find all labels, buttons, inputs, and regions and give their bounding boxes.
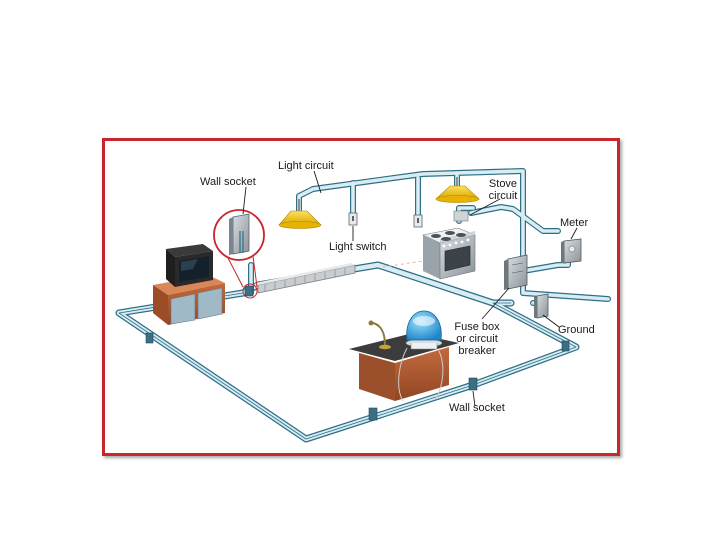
label-leader-lines [242, 170, 578, 407]
computer-cable [398, 347, 408, 402]
diagram-frame: Wall socket Light circuit Stove circuit … [102, 138, 620, 456]
label-fuse-box-line2: or circuit [456, 333, 498, 345]
light-switch-icon [413, 214, 423, 228]
house-wiring-diagram [115, 168, 611, 443]
floor-guide-line [382, 260, 424, 268]
floor-socket-corner [561, 340, 570, 352]
wall-socket-icon [229, 213, 250, 255]
floor-socket-left [145, 332, 154, 344]
ceiling-lamp-icon [278, 199, 322, 229]
electric-meter-icon [561, 238, 582, 264]
label-wall-socket-bottom: Wall socket [449, 402, 505, 414]
baseboard-heater-icon [255, 263, 356, 294]
light-switch-icon [348, 212, 358, 226]
wall-socket-small-left [244, 285, 254, 297]
label-fuse-box-line1: Fuse box [454, 321, 500, 333]
floor-socket-bottom [368, 407, 378, 421]
ground-box-icon [534, 293, 549, 319]
fuse-box-icon [504, 254, 528, 290]
floor-socket-right [468, 377, 478, 391]
computer-icon [405, 310, 443, 350]
desk-lamp [368, 320, 391, 350]
label-stove-circuit-line1: Stove [488, 178, 518, 190]
label-stove-circuit: Stove circuit [483, 178, 523, 202]
label-ground: Ground [558, 324, 595, 336]
label-wall-socket-top: Wall socket [200, 176, 256, 188]
stove-icon [422, 210, 476, 280]
label-fuse-box-line3: breaker [458, 345, 496, 357]
label-fuse-box: Fuse box or circuit breaker [450, 321, 504, 357]
label-meter: Meter [560, 217, 589, 229]
label-stove-circuit-line2: circuit [488, 190, 518, 202]
tv-cabinet [153, 275, 225, 325]
television-icon [166, 244, 213, 287]
label-light-switch: Light switch [329, 241, 387, 253]
label-light-circuit: Light circuit [278, 160, 334, 172]
computer-cable [434, 350, 444, 400]
ceiling-lamp-icon [435, 177, 480, 203]
